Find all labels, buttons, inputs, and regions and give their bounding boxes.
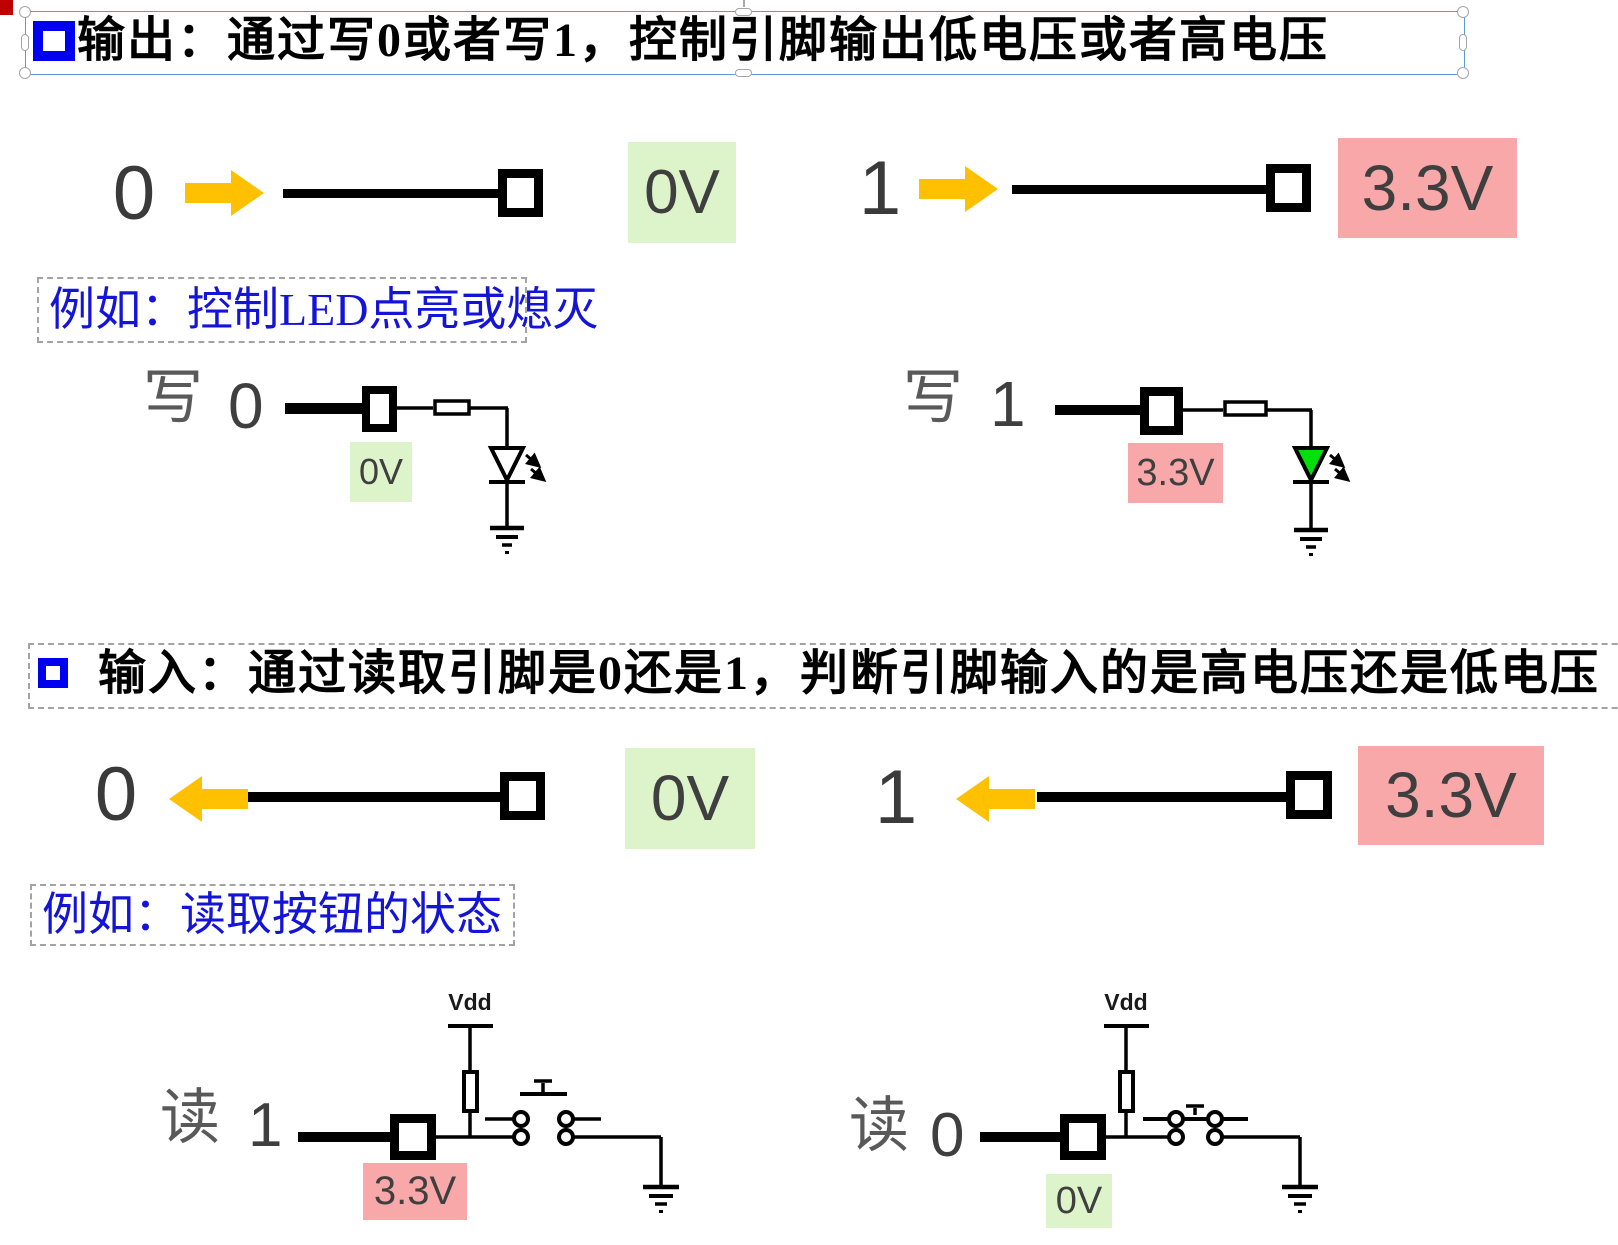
- light-ray-icon: [524, 452, 542, 468]
- led-on-icon: [1291, 446, 1331, 485]
- voltage-badge: 3.3V: [1358, 746, 1544, 845]
- input-title[interactable]: 输入：通过读取引脚是0还是1，判断引脚输入的是高电压还是低电压: [98, 647, 1601, 700]
- wire: [285, 403, 365, 414]
- led-off-icon: [487, 446, 527, 485]
- selection-handle-top-middle[interactable]: [735, 8, 752, 16]
- voltage-badge: 3.3V: [1338, 138, 1517, 238]
- vdd-label: Vdd: [448, 989, 492, 1015]
- voltage-badge: 0V: [628, 142, 736, 243]
- gpio-pin-icon: [1060, 1114, 1106, 1160]
- button-contact-icon: [1167, 1128, 1185, 1146]
- ground-icon: [1309, 553, 1313, 556]
- wire: [248, 792, 502, 802]
- ground-icon: [1298, 1210, 1302, 1213]
- wire: [1012, 185, 1267, 194]
- gpio-pin-icon: [500, 772, 545, 820]
- selection-handle-top-left[interactable]: [19, 6, 31, 18]
- bit-value: 0: [930, 1101, 965, 1170]
- selection-handle-right-middle[interactable]: [1459, 34, 1467, 51]
- selection-handle-bottom-right[interactable]: [1457, 67, 1469, 79]
- resistor-icon: [1223, 400, 1268, 417]
- action-label: 写: [143, 364, 203, 431]
- wire: [283, 189, 499, 198]
- bit-value: 0: [228, 370, 264, 442]
- bit-value: 1: [874, 755, 918, 840]
- arrow-right-icon: [919, 166, 998, 212]
- input-title-bullet-icon: [38, 658, 68, 688]
- button-contact-icon: [1167, 1110, 1185, 1128]
- action-label: 读: [849, 1092, 909, 1159]
- pullup-resistor-icon: [1118, 1070, 1135, 1113]
- input-title-box[interactable]: [28, 643, 1618, 709]
- led-circuit-off-drawing: [285, 386, 547, 554]
- led-circuit-on-drawing: [1055, 387, 1351, 556]
- bit-value: 1: [248, 1091, 283, 1160]
- arrow-left-icon: [169, 776, 248, 822]
- rotation-handle-stem: [743, 0, 745, 7]
- wire: [1055, 405, 1143, 415]
- button-circuit-closed-drawing: [980, 1024, 1318, 1213]
- selection-handle-left-middle[interactable]: [21, 34, 29, 51]
- selection-handle-bottom-middle[interactable]: [735, 69, 752, 77]
- output-title-bullet-icon: [33, 21, 75, 61]
- arrow-right-icon: [185, 170, 264, 216]
- selection-handle-bottom-left[interactable]: [19, 67, 31, 79]
- button-contact-icon: [512, 1128, 530, 1146]
- button-contact-icon: [512, 1110, 530, 1128]
- gpio-pin-icon: [1140, 387, 1183, 435]
- gpio-pin-icon: [362, 386, 397, 432]
- button-circuit-open-drawing: [298, 1024, 679, 1213]
- wire: [1037, 792, 1287, 802]
- pullup-resistor-icon: [462, 1070, 479, 1113]
- button-contact-icon: [557, 1110, 575, 1128]
- bit-value: 1: [858, 146, 902, 231]
- ground-icon: [659, 1210, 663, 1213]
- voltage-badge: 3.3V: [1128, 443, 1223, 503]
- light-ray-icon: [1333, 466, 1351, 482]
- button-contact-icon: [1206, 1128, 1224, 1146]
- wire: [980, 1132, 1060, 1142]
- gpio-pin-icon: [498, 169, 543, 217]
- button-contact-icon: [1206, 1110, 1224, 1128]
- ground-icon: [505, 551, 509, 554]
- arrow-left-icon: [956, 776, 1035, 822]
- gpio-pin-icon: [390, 1114, 436, 1160]
- output-example-box[interactable]: 例如：控制LED点亮或熄灭: [37, 277, 598, 343]
- selection-handle-top-right[interactable]: [1457, 6, 1469, 18]
- output-title[interactable]: 输出：通过写0或者写1，控制引脚输出低电压或者高电压: [77, 14, 1330, 67]
- resistor-icon: [433, 399, 471, 416]
- button-contact-icon: [557, 1128, 575, 1146]
- voltage-badge: 0V: [350, 442, 412, 502]
- vdd-label: Vdd: [1104, 989, 1148, 1015]
- voltage-badge: 0V: [1046, 1174, 1112, 1228]
- gpio-pin-icon: [1286, 771, 1332, 819]
- bit-value: 0: [94, 752, 138, 837]
- gpio-pin-icon: [1266, 164, 1311, 212]
- input-example-box[interactable]: 例如：读取按钮的状态: [30, 884, 515, 946]
- input-example-label: 例如：读取按钮的状态: [42, 889, 502, 940]
- slide-edge-accent: [0, 0, 13, 15]
- output-example-label: 例如：控制LED点亮或熄灭: [49, 284, 599, 335]
- voltage-badge: 3.3V: [363, 1163, 467, 1220]
- voltage-badge: 0V: [625, 748, 755, 849]
- bit-value: 0: [112, 151, 156, 236]
- bit-value: 1: [990, 368, 1026, 440]
- light-ray-icon: [529, 466, 547, 482]
- wire: [298, 1132, 390, 1142]
- action-label: 写: [903, 364, 963, 431]
- light-ray-icon: [1328, 452, 1346, 468]
- action-label: 读: [160, 1084, 220, 1151]
